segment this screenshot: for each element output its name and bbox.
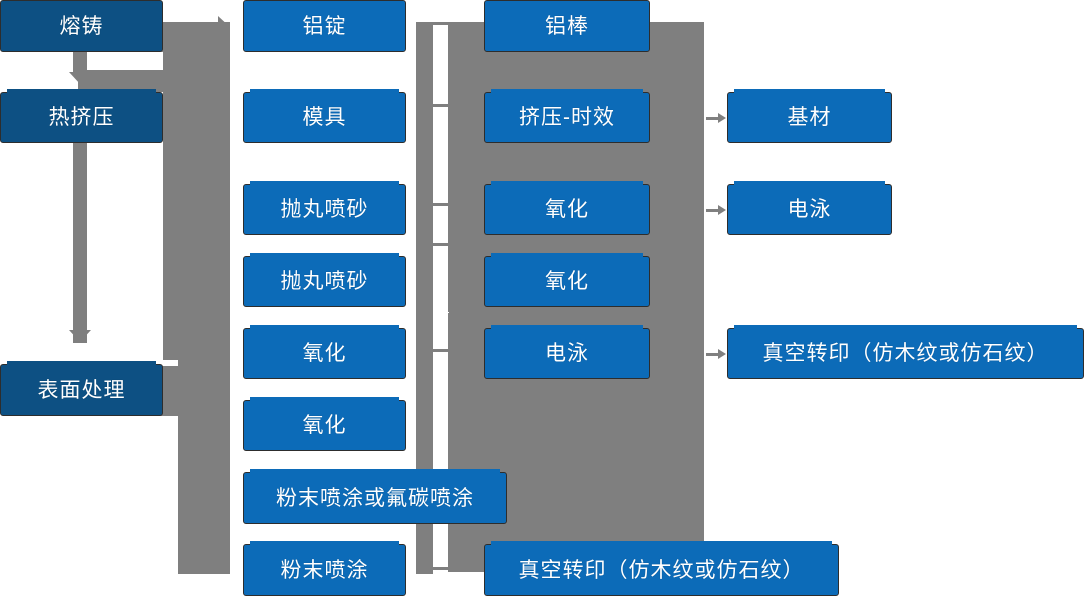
stage-chain-shaft-2 — [73, 143, 87, 343]
stage-box-surface-treatment[interactable]: 表面处理 — [0, 361, 163, 416]
output-box-substrate-label: 基材 — [787, 106, 832, 129]
connector-gap-mask-d — [0, 416, 178, 576]
input-box-1-label: 铝锭 — [302, 14, 347, 38]
connector-gap-mask-a — [78, 52, 163, 70]
stage-to-input-arrow-2 — [218, 96, 230, 118]
input-box-8-label: 粉末喷涂 — [280, 558, 369, 582]
process-box-3-label: 氧化 — [545, 198, 589, 221]
stage-to-input-arrow-8 — [218, 548, 230, 570]
process-box-6[interactable]: 真空转印（仿木纹或仿石纹） — [484, 541, 839, 596]
input-box-2[interactable]: 模具 — [243, 89, 406, 143]
stage-box-surface-treatment-label: 表面处理 — [37, 378, 126, 402]
input-box-2-label: 模具 — [302, 106, 347, 129]
process-box-2[interactable]: 挤压-时效 — [484, 89, 650, 143]
stage-box-hot-extrusion-label: 热挤压 — [48, 106, 115, 129]
stage-to-input-arrow-4 — [218, 260, 230, 282]
stage-to-input-arrow-3 — [218, 188, 230, 210]
process-box-2-label: 挤压-时效 — [519, 106, 615, 129]
input-box-4-label: 抛丸喷砂 — [280, 270, 369, 293]
process-box-6-label: 真空转印（仿木纹或仿石纹） — [518, 558, 805, 582]
process-box-4[interactable]: 氧化 — [484, 253, 650, 307]
input-box-5[interactable]: 氧化 — [243, 325, 406, 379]
input-box-5-label: 氧化 — [302, 342, 347, 365]
output-box-electrophoresis[interactable]: 电泳 — [727, 181, 892, 235]
output-box-vacuum-transfer-label: 真空转印（仿木纹或仿石纹） — [762, 342, 1049, 365]
process-box-3[interactable]: 氧化 — [484, 181, 650, 235]
input-box-7[interactable]: 粉末喷涂或氟碳喷涂 — [243, 469, 507, 524]
stage-to-input-arrow-6 — [218, 404, 230, 426]
stage-chain-arrow-2 — [69, 330, 91, 342]
stage-chain-arrow-1 — [69, 72, 91, 84]
input-box-8[interactable]: 粉末喷涂 — [243, 541, 406, 596]
connector-rail-mid — [416, 22, 433, 574]
rail-notch-1 — [433, 312, 449, 313]
input-box-6[interactable]: 氧化 — [243, 397, 406, 451]
input-box-6-label: 氧化 — [302, 414, 347, 437]
input-box-4[interactable]: 抛丸喷砂 — [243, 253, 406, 307]
input-box-3[interactable]: 抛丸喷砂 — [243, 181, 406, 235]
connector-trunk-lower — [178, 366, 230, 574]
stage-to-input-arrow-1 — [218, 16, 230, 38]
process-box-5[interactable]: 电泳 — [484, 325, 650, 379]
output-box-electrophoresis-label: 电泳 — [787, 198, 832, 221]
process-box-1[interactable]: 铝棒 — [484, 0, 650, 52]
process-to-output-arrow-2 — [706, 205, 726, 215]
output-box-vacuum-transfer[interactable]: 真空转印（仿木纹或仿石纹） — [727, 325, 1084, 379]
connector-stem-to-surface — [163, 386, 183, 389]
input-box-3-label: 抛丸喷砂 — [280, 198, 369, 221]
stage-to-input-arrow-7 — [218, 477, 230, 499]
stage-chain-shaft-1 — [73, 52, 87, 74]
process-box-4-label: 氧化 — [545, 270, 589, 293]
input-box-7-label: 粉末喷涂或氟碳喷涂 — [276, 486, 474, 510]
input-to-process-stub-4 — [432, 243, 449, 246]
input-to-process-stub-2 — [432, 104, 449, 107]
output-box-substrate[interactable]: 基材 — [727, 89, 892, 143]
stage-box-melting-label: 熔铸 — [59, 14, 104, 38]
stage-box-hot-extrusion[interactable]: 热挤压 — [0, 89, 163, 143]
input-to-process-stub-1 — [432, 22, 449, 25]
stage-box-melting[interactable]: 熔铸 — [0, 0, 163, 52]
stage-to-input-arrow-5 — [218, 332, 230, 354]
input-box-1[interactable]: 铝锭 — [243, 0, 406, 52]
input-to-process-stub-6 — [432, 567, 449, 570]
process-box-1-label: 铝棒 — [545, 14, 589, 38]
process-box-5-label: 电泳 — [545, 342, 589, 365]
input-to-process-stub-3 — [432, 203, 449, 206]
process-to-output-arrow-1 — [706, 113, 726, 123]
input-to-process-stub-5 — [432, 349, 449, 352]
process-to-output-arrow-3 — [706, 349, 726, 359]
